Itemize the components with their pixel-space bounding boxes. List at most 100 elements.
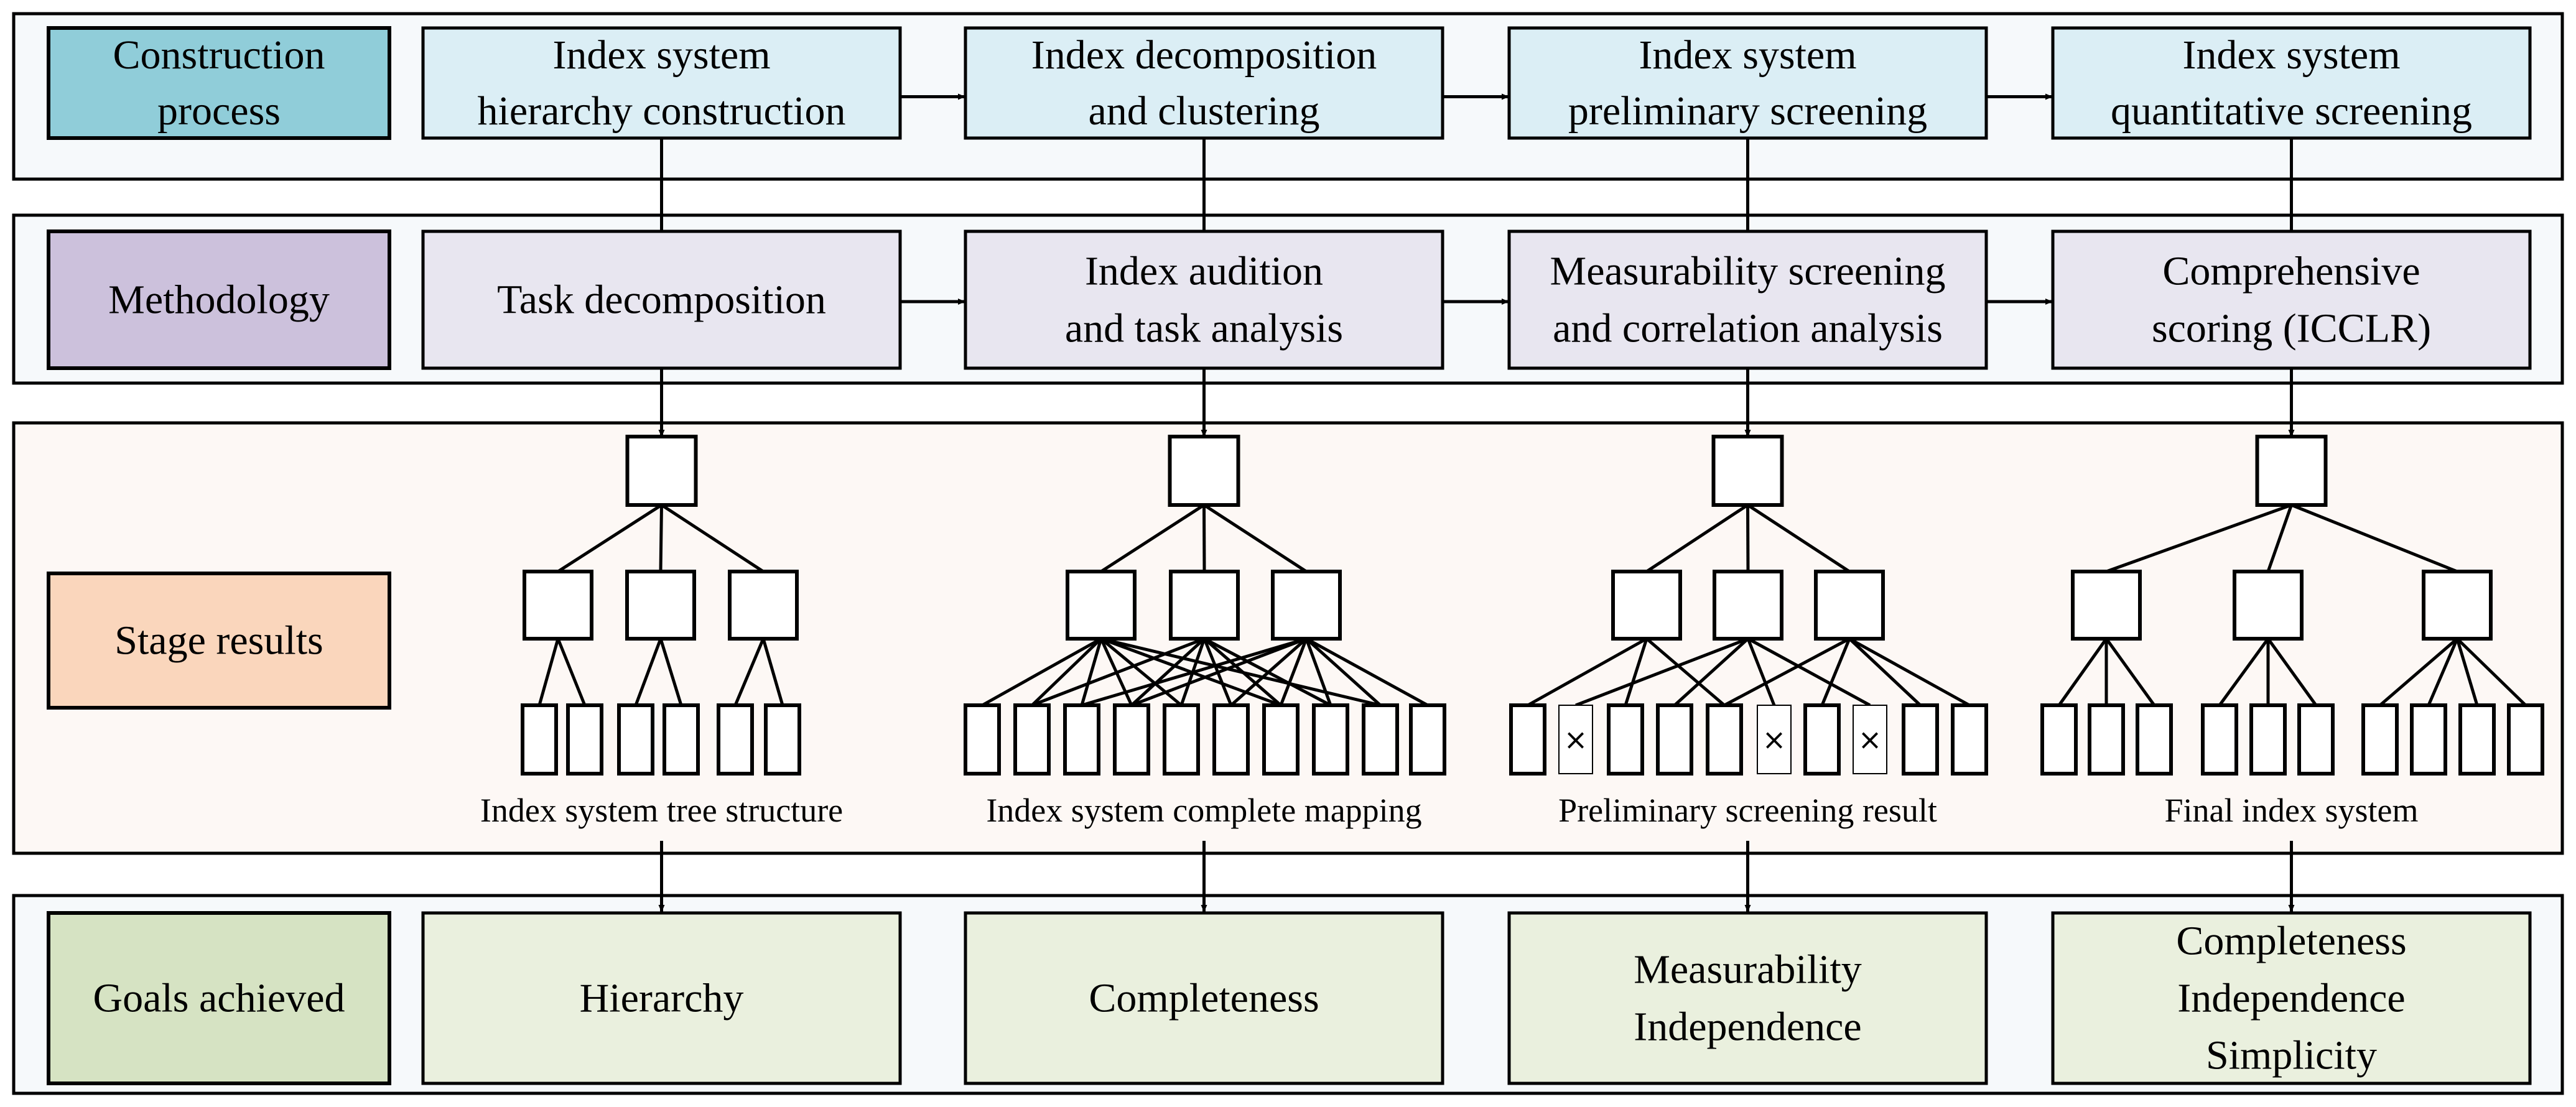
tree-edge bbox=[981, 637, 1102, 707]
tree-edge bbox=[1747, 637, 1871, 707]
tree-edge bbox=[2266, 504, 2293, 572]
goal-label: Simplicity bbox=[2206, 1033, 2377, 1078]
tree-leaf-node bbox=[617, 703, 654, 776]
tree-root-node bbox=[1711, 435, 1784, 507]
tree-leaf-node bbox=[1262, 703, 1300, 776]
stage-result-caption: Preliminary screening result bbox=[1558, 792, 1937, 829]
construction-step-label: Index decomposition bbox=[1031, 32, 1377, 78]
construction-step-label: Index system bbox=[552, 32, 770, 78]
construction-step-box bbox=[964, 26, 1444, 140]
methodology-step-label: and correlation analysis bbox=[1553, 306, 1943, 351]
tree-edge bbox=[1203, 637, 1282, 706]
tree-mid-node bbox=[728, 570, 799, 641]
tree-leaf-node bbox=[717, 703, 754, 776]
tree-edge bbox=[1305, 637, 1382, 706]
goal-box bbox=[1507, 911, 1988, 1085]
construction-step-box bbox=[421, 26, 902, 140]
stage-result-caption: Final index system bbox=[2165, 792, 2419, 829]
goals-achieved-label: Goals achieved bbox=[93, 976, 345, 1021]
construction-step-label: hierarchy construction bbox=[478, 88, 846, 134]
tree-edge bbox=[1230, 637, 1308, 706]
construction-step-box bbox=[1507, 26, 1988, 140]
tree-leaf-node bbox=[1951, 703, 1988, 776]
tree-leaf-node bbox=[2201, 703, 2238, 776]
tree-root-node bbox=[625, 435, 698, 507]
goal-label: Independence bbox=[2177, 976, 2405, 1021]
tree-leaf-node bbox=[1362, 703, 1399, 776]
tree-mid-node bbox=[625, 570, 696, 641]
tree-mid-node bbox=[1814, 570, 1885, 641]
methodology-header bbox=[47, 229, 391, 370]
tree-mid-node bbox=[1169, 570, 1240, 641]
tree-leaf-node bbox=[1113, 703, 1150, 776]
tree-edge bbox=[557, 503, 663, 573]
methodology-step-box bbox=[421, 229, 902, 370]
tree-leaf-node bbox=[2361, 703, 2399, 776]
goal-label: Measurability bbox=[1634, 947, 1862, 993]
construction-step-label: Index system bbox=[1639, 32, 1856, 78]
stage-results-header bbox=[47, 572, 391, 710]
tree-edge bbox=[1031, 637, 1205, 707]
tree-mid-node bbox=[1611, 570, 1682, 641]
methodology-step-label: Comprehensive bbox=[2162, 249, 2420, 294]
stage-result-caption: Index system tree structure bbox=[480, 792, 843, 829]
tree-root-node bbox=[2255, 435, 2328, 507]
tree-leaf-node bbox=[521, 703, 558, 776]
goals-achieved-header bbox=[47, 911, 391, 1085]
tree-edge bbox=[659, 504, 663, 572]
tree-mid-node bbox=[2422, 570, 2493, 641]
tree-edge bbox=[1848, 637, 1971, 707]
tree-leaf-node bbox=[2136, 703, 2173, 776]
construction-process-label: process bbox=[157, 88, 281, 134]
tree-edge bbox=[1080, 638, 1103, 706]
tree-leaf-node bbox=[1063, 703, 1100, 776]
tree-leaf-node bbox=[1013, 703, 1051, 776]
stage-results-label: Stage results bbox=[114, 618, 323, 664]
tree-edge bbox=[2455, 638, 2479, 706]
tree-edge bbox=[2218, 637, 2270, 706]
methodology-label: Methodology bbox=[108, 277, 330, 323]
construction-step-label: and clustering bbox=[1088, 88, 1319, 134]
tree-leaf-node bbox=[2458, 703, 2496, 776]
tree-leaf-node bbox=[2410, 703, 2447, 776]
tree-edge bbox=[1723, 637, 1851, 707]
tree-leaf-node bbox=[2507, 703, 2544, 776]
goal-box bbox=[964, 911, 1444, 1085]
tree-edge bbox=[733, 638, 765, 706]
tree-leaf-node bbox=[1163, 703, 1200, 776]
tree-leaf-node bbox=[1706, 703, 1743, 776]
methodology-step-label: and task analysis bbox=[1065, 306, 1343, 351]
tree-edge bbox=[661, 503, 765, 573]
tree-edge bbox=[1746, 504, 1750, 572]
construction-step-label: quantitative screening bbox=[2111, 88, 2472, 134]
goal-box bbox=[2051, 911, 2532, 1085]
tree-leaf-node bbox=[1607, 703, 1644, 776]
excluded-mark-icon: × bbox=[1762, 723, 1787, 756]
tree-mid-node bbox=[1713, 570, 1783, 641]
tree-leaf-node bbox=[1656, 703, 1693, 776]
stage-result-caption: Index system complete mapping bbox=[986, 792, 1421, 829]
tree-leaf-node bbox=[1212, 703, 1250, 776]
methodology-step-label: Measurability screening bbox=[1550, 249, 1946, 294]
tree-edge bbox=[2106, 503, 2292, 573]
tree-leaf-node bbox=[2297, 703, 2335, 776]
tree-leaf-node bbox=[1902, 703, 1939, 776]
methodology-step-label: Task decomposition bbox=[497, 277, 826, 323]
tree-edge bbox=[1624, 638, 1648, 706]
methodology-step-box bbox=[2051, 229, 2532, 370]
excluded-leaf-node bbox=[1558, 705, 1593, 774]
tree-edge bbox=[1645, 637, 1726, 706]
tree-edge bbox=[556, 638, 587, 706]
goal-label: Hierarchy bbox=[580, 976, 744, 1021]
tree-edge bbox=[2266, 637, 2318, 706]
tree-leaf-node bbox=[764, 703, 801, 776]
tree-edge bbox=[1848, 637, 1922, 706]
tree-edge bbox=[1202, 504, 1206, 572]
tree-edge bbox=[1131, 637, 1307, 707]
tree-leaf-node bbox=[964, 703, 1001, 776]
tree-edge bbox=[1279, 638, 1308, 706]
tree-edge bbox=[761, 638, 784, 706]
tree-leaf-node bbox=[2088, 703, 2125, 776]
tree-edge bbox=[1305, 637, 1429, 707]
tree-edge bbox=[634, 638, 663, 706]
